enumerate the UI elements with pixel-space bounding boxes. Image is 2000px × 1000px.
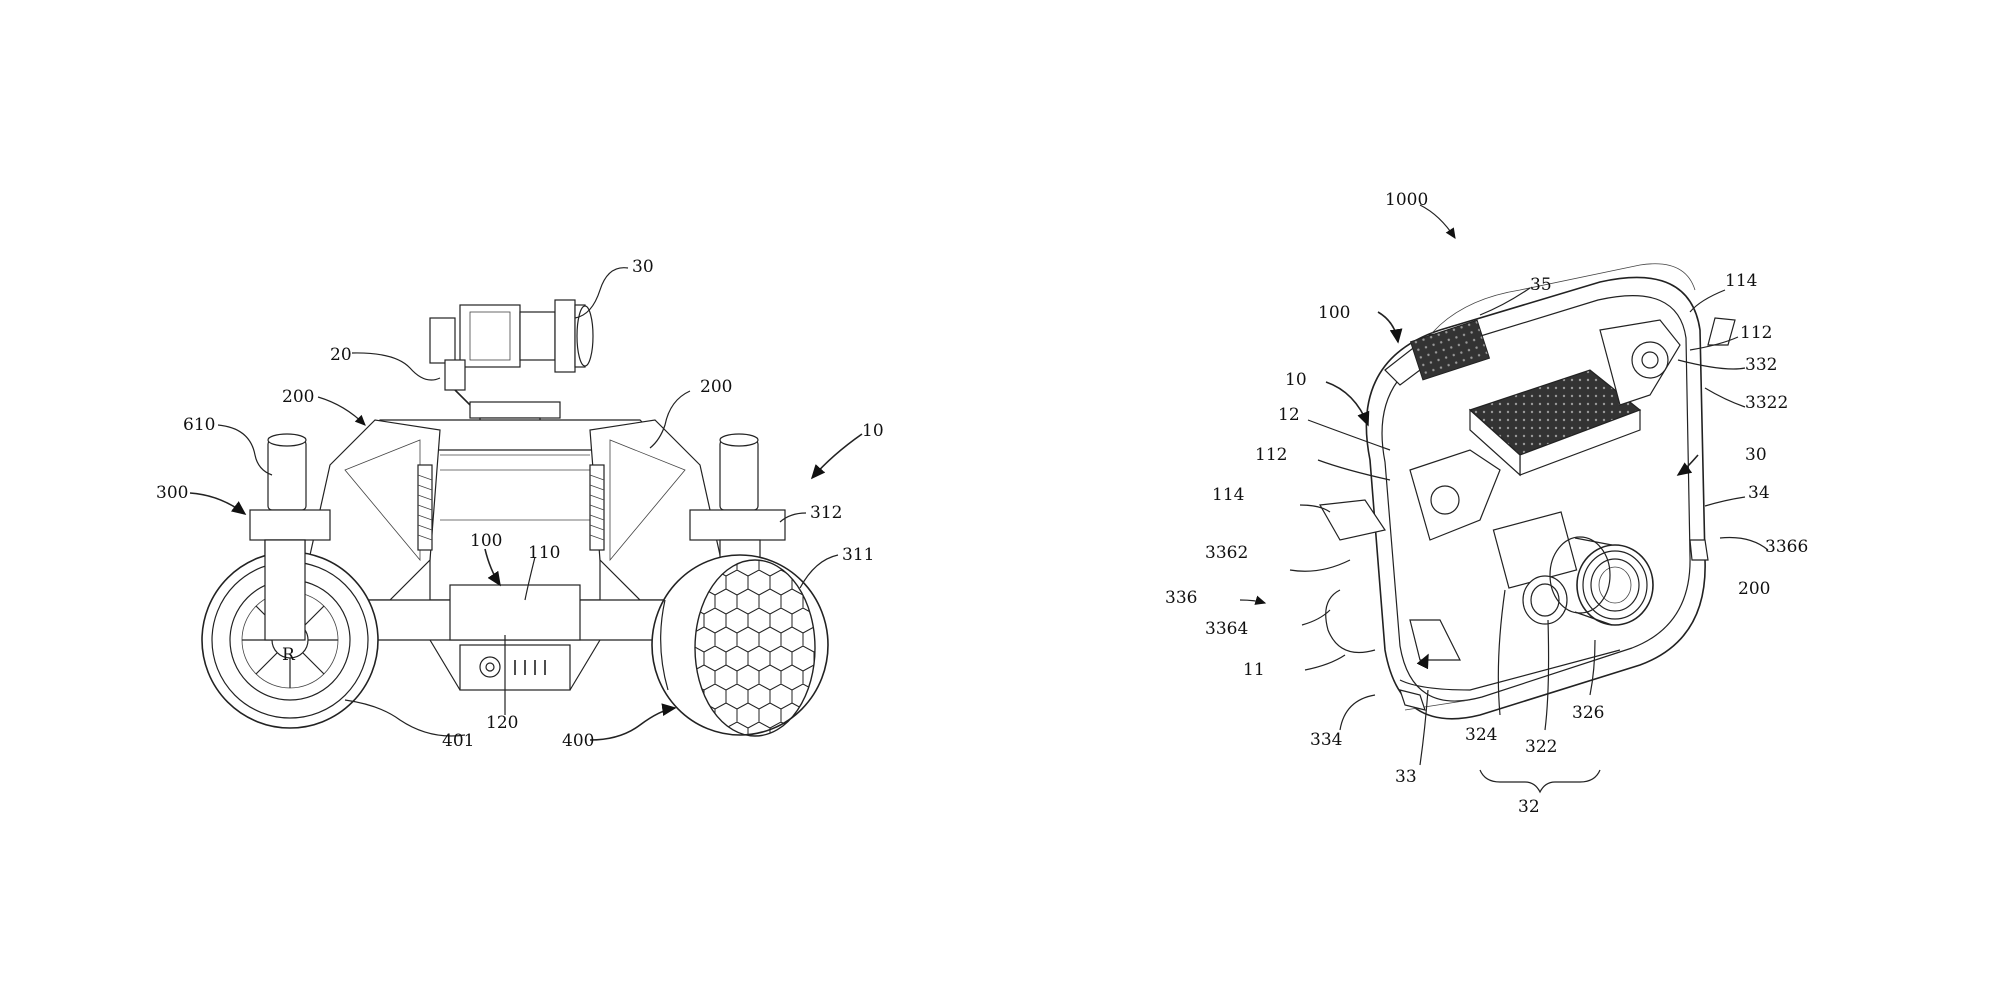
label-33: 33: [1395, 767, 1417, 787]
shock-absorber-right: [589, 464, 605, 551]
label-12: 12: [1278, 405, 1300, 425]
gimbal-camera-assembly: [429, 299, 601, 450]
wheel-left: R: [201, 539, 379, 729]
label-11: 11: [1243, 660, 1265, 680]
label-610: 610: [183, 415, 215, 435]
label-30: 30: [632, 257, 654, 277]
label-34: 34: [1748, 483, 1770, 503]
label-114-top: 114: [1725, 271, 1757, 291]
label-110: 110: [528, 543, 560, 563]
label-20: 20: [330, 345, 352, 365]
label-1000: 1000: [1385, 190, 1428, 210]
label-3362: 3362: [1205, 543, 1248, 563]
top-grip-plate: [1409, 319, 1491, 381]
camera-lens-assembly: [1492, 511, 1654, 626]
label-311: 311: [842, 545, 874, 565]
wheel-mount-left: [249, 509, 331, 541]
label-32: 32: [1518, 797, 1540, 817]
label-336: 336: [1165, 588, 1197, 608]
label-100-right: 100: [1318, 303, 1350, 323]
label-300: 300: [156, 483, 188, 503]
label-200-right: 200: [700, 377, 732, 397]
left-figure-dolly: R 30 20 200 200 610 10 300 312 311 1: [156, 257, 884, 751]
label-30-right: 30: [1745, 445, 1767, 465]
label-114-left: 114: [1212, 485, 1244, 505]
label-120: 120: [486, 713, 518, 733]
label-3322: 3322: [1745, 393, 1788, 413]
label-312: 312: [810, 503, 842, 523]
label-3366: 3366: [1765, 537, 1808, 557]
label-3364: 3364: [1205, 619, 1248, 639]
label-324: 324: [1465, 725, 1497, 745]
label-10-left: 10: [862, 421, 884, 441]
motor-pod-right: [719, 439, 759, 511]
wheel-logo-icon: R: [282, 645, 296, 665]
label-401: 401: [442, 731, 474, 751]
label-200-left: 200: [282, 387, 314, 407]
wheel-mount-right: [689, 509, 786, 541]
label-200-right: 200: [1738, 579, 1770, 599]
label-112-top: 112: [1740, 323, 1772, 343]
right-figure-handheld-cage: 1000 35 114 100 112 332 10 3322 12 30 11…: [1165, 190, 1808, 817]
chassis-frame: [298, 419, 732, 691]
label-326: 326: [1572, 703, 1604, 723]
label-35: 35: [1530, 275, 1552, 295]
wheel-right: [651, 554, 829, 737]
motor-pod-left: [267, 439, 307, 511]
label-332: 332: [1745, 355, 1777, 375]
shock-absorber-left: [417, 464, 433, 551]
label-322: 322: [1525, 737, 1557, 757]
label-400: 400: [562, 731, 594, 751]
label-10-right: 10: [1285, 370, 1307, 390]
handle-left: [1319, 499, 1386, 541]
label-112-left: 112: [1255, 445, 1287, 465]
handle-right: [1707, 317, 1736, 346]
label-100-left: 100: [470, 531, 502, 551]
battery-box: [449, 584, 581, 641]
label-334: 334: [1310, 730, 1342, 750]
